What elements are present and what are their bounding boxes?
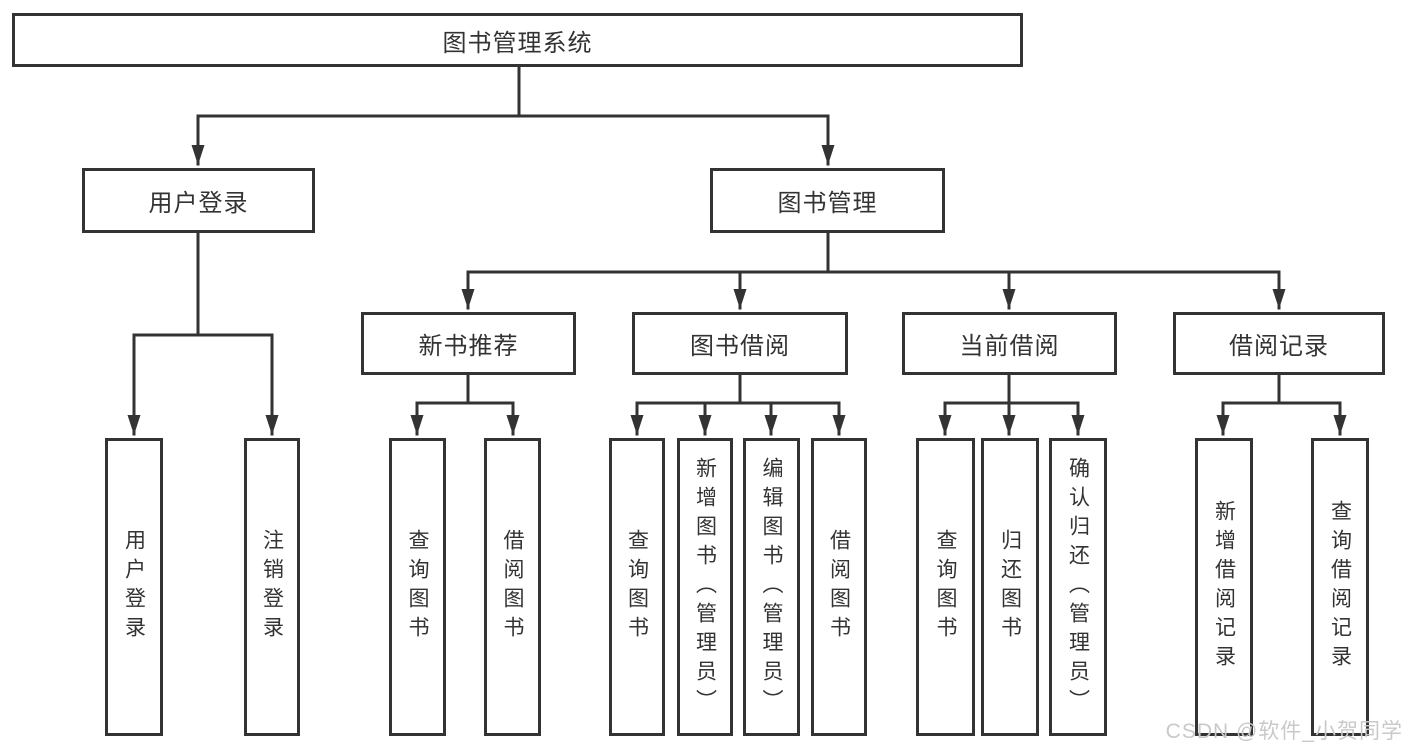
node-bb-edit-books-admin: 编辑图书（管理员） <box>743 438 800 736</box>
node-new-book-recommendation: 新书推荐 <box>361 312 576 375</box>
node-bb-query-books: 查询图书 <box>609 438 665 736</box>
node-br-add-record: 新增借阅记录 <box>1195 438 1253 736</box>
csdn-watermark: CSDN @软件_小贺同学 <box>1165 720 1403 743</box>
node-user-login: 用户登录 <box>82 168 315 233</box>
node-nb-borrow-books: 借阅图书 <box>484 438 541 736</box>
node-br-query-record: 查询借阅记录 <box>1311 438 1369 736</box>
node-user-login-action: 用户登录 <box>105 438 163 736</box>
node-logout: 注销登录 <box>244 438 300 736</box>
node-root: 图书管理系统 <box>12 13 1023 67</box>
node-borrow-records: 借阅记录 <box>1173 312 1385 375</box>
node-bb-add-books-admin: 新增图书（管理员） <box>677 438 733 736</box>
node-bb-borrow-books: 借阅图书 <box>811 438 867 736</box>
node-cb-confirm-return-admin: 确认归还（管理员） <box>1049 438 1107 736</box>
node-book-borrowing: 图书借阅 <box>632 312 848 375</box>
node-book-management: 图书管理 <box>710 168 945 233</box>
node-cb-return-books: 归还图书 <box>981 438 1039 736</box>
node-current-borrowing: 当前借阅 <box>902 312 1117 375</box>
node-cb-query-books: 查询图书 <box>916 438 975 736</box>
node-nb-query-books: 查询图书 <box>389 438 446 736</box>
